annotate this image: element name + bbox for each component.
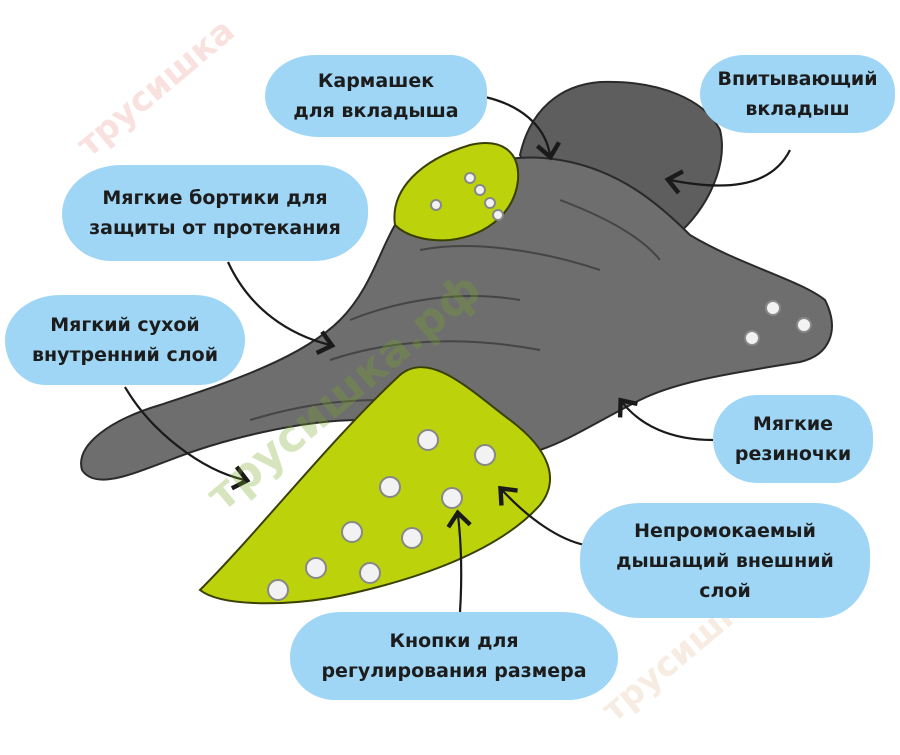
diaper-body	[80, 156, 833, 481]
pointer-arrows	[124, 95, 791, 613]
green-tab	[393, 142, 520, 242]
snap-buttons	[267, 172, 812, 601]
outer-layer-panel	[198, 366, 551, 605]
